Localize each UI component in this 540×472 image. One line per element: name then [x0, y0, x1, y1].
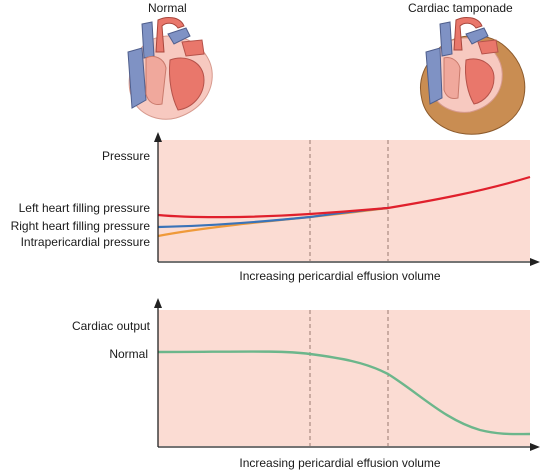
- pressure-chart: Pressure Left heart filling pressure Rig…: [11, 132, 540, 283]
- pressure-x-arrow-icon: [530, 258, 540, 266]
- pressure-x-label: Increasing pericardial effusion volume: [239, 269, 441, 283]
- left-heart-label: Left heart filling pressure: [19, 201, 151, 215]
- output-normal-tick: Normal: [109, 347, 148, 361]
- cardiac-output-curve: [157, 350, 531, 436]
- left-heart-pressure-curve: [157, 175, 531, 219]
- output-x-label: Increasing pericardial effusion volume: [239, 456, 441, 470]
- pressure-chart-background: [158, 140, 530, 261]
- cardiac-output-chart: Cardiac output Normal Increasing pericar…: [72, 298, 540, 470]
- intrapericardial-label: Intrapericardial pressure: [21, 235, 151, 249]
- heading-tamponade: Cardiac tamponade: [408, 1, 513, 15]
- output-y-label: Cardiac output: [72, 319, 151, 333]
- pressure-y-label: Pressure: [102, 149, 150, 163]
- output-chart-background: [158, 310, 530, 446]
- right-heart-label: Right heart filling pressure: [11, 219, 151, 233]
- normal-heart-icon: [127, 17, 213, 120]
- output-x-arrow-icon: [530, 443, 540, 451]
- tamponade-heart-icon: [419, 17, 526, 135]
- heading-normal: Normal: [148, 1, 187, 15]
- output-y-arrow-icon: [154, 298, 162, 308]
- pressure-y-arrow-icon: [154, 132, 162, 142]
